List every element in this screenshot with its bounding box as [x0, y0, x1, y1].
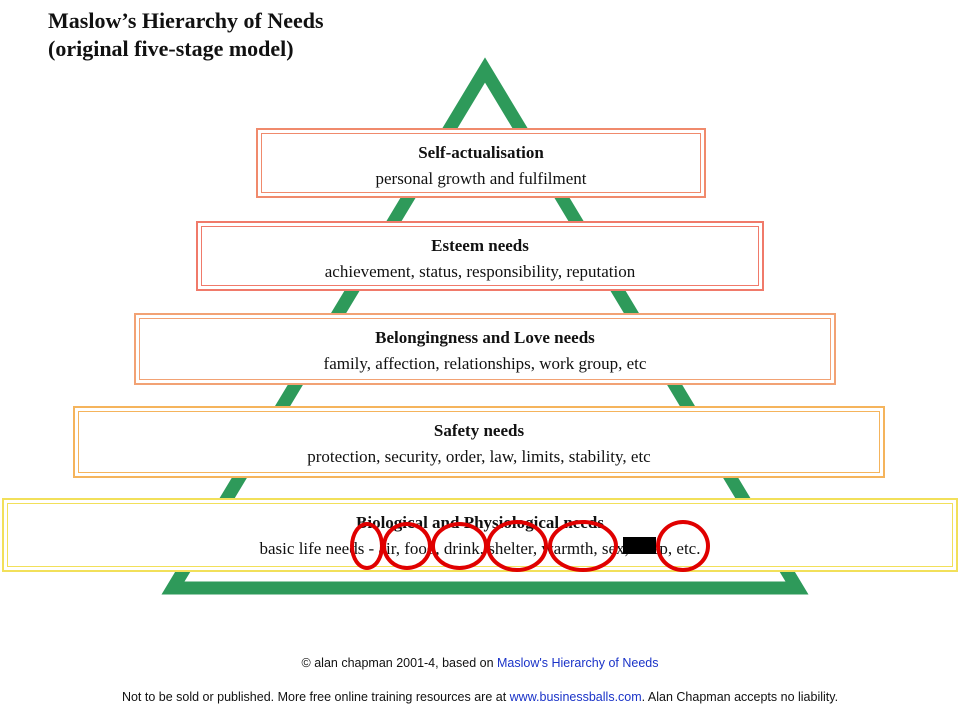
circle-warmth	[548, 520, 618, 572]
disclaimer-suffix: . Alan Chapman accepts no liability.	[641, 690, 839, 704]
level-border	[139, 318, 831, 380]
level-safety: Safety needs protection, security, order…	[73, 406, 885, 478]
level-border	[78, 411, 880, 473]
redaction-bar	[623, 537, 656, 554]
level-border	[7, 503, 953, 567]
level-description: protection, security, order, law, limits…	[307, 447, 651, 466]
level-description: personal growth and fulfilment	[375, 169, 587, 188]
footer-disclaimer: Not to be sold or published. More free o…	[0, 690, 960, 704]
level-border	[201, 226, 759, 286]
level-heading: Self-actualisation	[418, 143, 544, 162]
level-border	[261, 133, 701, 193]
credit-text: © alan chapman 2001-4, based on	[301, 656, 497, 670]
level-description: family, affection, relationships, work g…	[323, 354, 647, 373]
circle-drink	[431, 522, 488, 570]
circle-sleep	[656, 520, 710, 572]
disclaimer-text: Not to be sold or published. More free o…	[121, 690, 510, 704]
diagram-subtitle: (original five-stage model)	[48, 36, 294, 61]
level-description: achievement, status, responsibility, rep…	[324, 262, 636, 281]
level-heading: Esteem needs	[431, 236, 529, 255]
circle-food	[382, 522, 432, 570]
diagram-title: Maslow’s Hierarchy of Needs	[48, 8, 324, 33]
maslow-link[interactable]: Maslow's Hierarchy of Needs	[497, 656, 659, 670]
level-self-actualisation: Self-actualisation personal growth and f…	[256, 128, 706, 198]
level-heading: Belongingness and Love needs	[375, 328, 595, 347]
footer-credit: © alan chapman 2001-4, based on Maslow's…	[0, 656, 960, 670]
level-belongingness: Belongingness and Love needs family, aff…	[134, 313, 836, 385]
businessballs-link[interactable]: www.businessballs.com	[509, 690, 642, 704]
circle-air	[350, 522, 384, 570]
level-heading: Safety needs	[433, 421, 525, 440]
level-esteem: Esteem needs achievement, status, respon…	[196, 221, 764, 291]
circle-shelter	[486, 520, 548, 572]
